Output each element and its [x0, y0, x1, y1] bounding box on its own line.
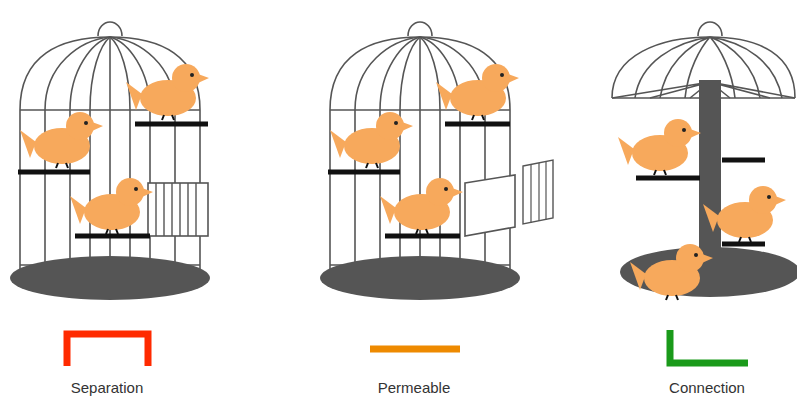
category-label: Separation [71, 379, 144, 396]
category-label: Connection [669, 379, 745, 396]
category-label: Permeable [378, 379, 451, 396]
open-perch-tree [612, 22, 797, 300]
closed-cage [10, 22, 210, 300]
connection-symbol [670, 330, 748, 363]
open-cage [320, 22, 553, 300]
permeable-symbol [370, 346, 460, 353]
separation-symbol [67, 334, 148, 366]
